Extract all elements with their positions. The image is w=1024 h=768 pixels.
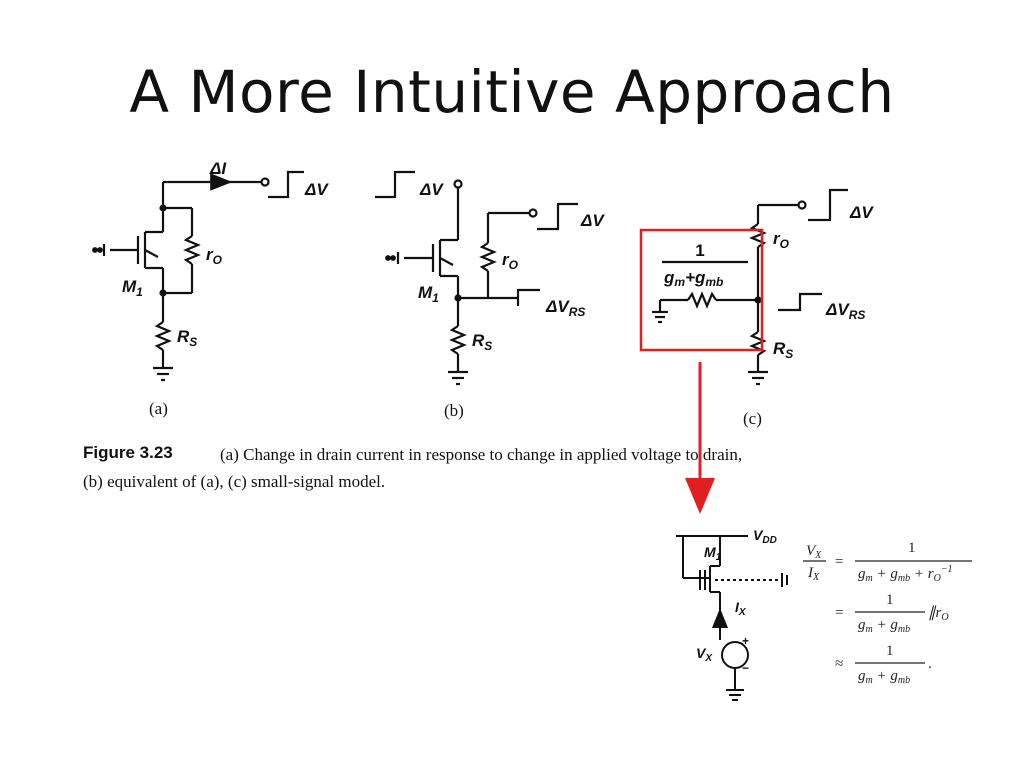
eq-equals-2: = xyxy=(835,605,843,621)
eq-ro-parallel: ∥rO xyxy=(928,605,949,623)
label-m1: M1 xyxy=(122,277,143,299)
eq-den-1: gm + gmb + rO−1 xyxy=(858,564,953,584)
lower-circuit xyxy=(676,535,788,701)
figure-caption: Figure 3.23 (a) Change in drain current … xyxy=(83,443,742,491)
caption-a: (a) xyxy=(149,399,168,418)
panel-c-labels: ΔV rO 1 gm+gmb ΔVRS RS (c) xyxy=(663,203,874,428)
equations: VX IX = 1 gm + gmb + rO−1 = 1 gm + gmb ∥… xyxy=(803,540,972,686)
eq-den-2: gm + gmb xyxy=(858,617,910,635)
label-m1: M1 xyxy=(418,283,439,305)
label-ro: rO xyxy=(206,245,223,267)
panel-b-labels: ΔV ΔV ΔVRS M1 rO RS (b) xyxy=(418,180,605,420)
eq-lhs-den: IX xyxy=(807,565,820,583)
panel-a-labels: ΔI ΔV M1 rO RS (a) xyxy=(122,159,329,418)
label-vdd: VDD xyxy=(753,527,777,546)
eq-approx: ≈ xyxy=(835,656,843,672)
label-delta-v-right: ΔV xyxy=(580,211,605,230)
terminal xyxy=(260,177,270,187)
label-rs: RS xyxy=(177,327,197,349)
step-waveform-top xyxy=(375,170,415,199)
label-ro: rO xyxy=(773,229,790,251)
eq-one-1: 1 xyxy=(908,540,916,556)
eq-one-3: 1 xyxy=(886,643,894,659)
eq-one-2: 1 xyxy=(886,592,894,608)
label-ro: rO xyxy=(502,250,519,272)
panel-c xyxy=(652,188,848,386)
figure-label: Figure 3.23 xyxy=(83,443,173,462)
caption-b: (b) xyxy=(444,401,464,420)
panel-a xyxy=(92,170,304,382)
label-delta-i: ΔI xyxy=(209,159,227,178)
label-m1: M1 xyxy=(704,544,722,563)
label-delta-v-top: ΔV xyxy=(419,180,444,199)
caption-line-1: (a) Change in drain current in response … xyxy=(220,445,742,464)
eq-lhs-num: VX xyxy=(806,543,822,561)
panel-b xyxy=(375,170,578,386)
label-delta-v: ΔV xyxy=(304,180,329,199)
eq-equals-1: = xyxy=(835,554,843,570)
slide-title: A More Intuitive Approach xyxy=(129,58,895,126)
label-ix: IX xyxy=(735,599,747,618)
lower-circuit-labels: VDD M1 IX VX + − xyxy=(696,527,777,675)
label-delta-vrs: ΔVRS xyxy=(825,300,865,322)
label-delta-v: ΔV xyxy=(849,203,874,222)
eq-den-3: gm + gmb xyxy=(858,668,910,686)
label-rs: RS xyxy=(773,339,793,361)
label-minus: − xyxy=(742,661,749,675)
label-frac-num: 1 xyxy=(695,241,704,260)
label-plus: + xyxy=(742,634,749,648)
label-rs: RS xyxy=(472,331,492,353)
label-vx: VX xyxy=(696,645,713,664)
eq-period: . xyxy=(928,656,932,672)
step-waveform xyxy=(268,170,304,199)
caption-c: (c) xyxy=(743,409,762,428)
label-frac-den: gm+gmb xyxy=(663,268,723,289)
caption-line-2: (b) equivalent of (a), (c) small-signal … xyxy=(83,472,385,491)
highlight-box xyxy=(639,228,764,352)
label-delta-vrs: ΔVRS xyxy=(545,297,585,319)
